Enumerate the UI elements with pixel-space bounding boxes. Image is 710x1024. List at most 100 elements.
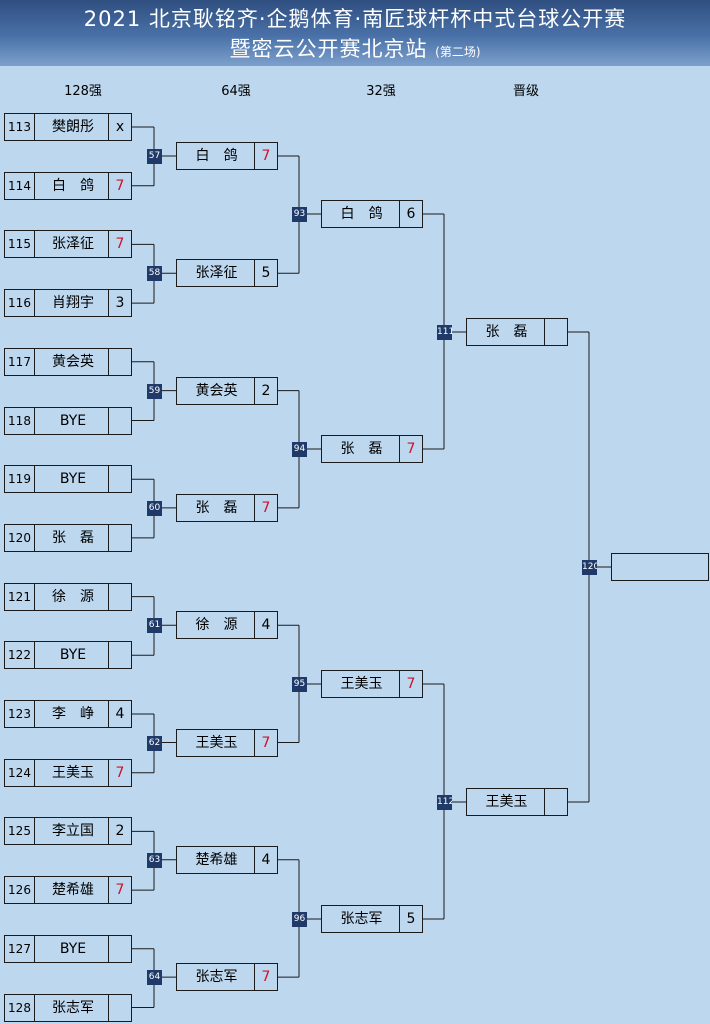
- bracket-header: 2021 北京耿铭齐·企鹅体育·南匠球杆杯中式台球公开赛 暨密云公开赛北京站 (…: [0, 0, 710, 66]
- r1-slot: 120 张 磊: [4, 523, 132, 552]
- seed-number: 127: [5, 935, 35, 962]
- player-name: 黄会英: [195, 382, 238, 399]
- score-cell: 7: [108, 231, 131, 258]
- player-name: 肖翔宇: [52, 295, 94, 312]
- r3-slot: 王美玉 7: [321, 670, 423, 698]
- seed-number: 116: [5, 290, 35, 317]
- score-cell: 7: [399, 671, 422, 697]
- title-line2: 暨密云公开赛北京站 (第二场): [0, 34, 710, 67]
- round-32-label: 32强: [366, 84, 396, 99]
- seed-number: 123: [5, 701, 35, 727]
- seed-number: 126: [5, 877, 35, 904]
- player-name: [612, 554, 708, 580]
- player-name: BYE: [59, 647, 87, 664]
- match-number: 62: [147, 735, 162, 751]
- player-name: 张志军: [195, 969, 238, 986]
- player-name: 张 磊: [340, 441, 383, 457]
- score-cell: 7: [108, 877, 131, 904]
- r1-slot: 119 BYE: [4, 465, 132, 494]
- score-cell: 2: [108, 818, 131, 845]
- match-number: 112: [437, 795, 452, 810]
- score-cell: 7: [399, 436, 422, 462]
- r1-slot: 121 徐 源: [4, 582, 132, 611]
- match-number: 64: [147, 970, 162, 986]
- player-name: 张泽征: [195, 265, 238, 282]
- player-name: 楚希雄: [195, 851, 238, 868]
- r4-slot: 张 磊: [466, 318, 568, 346]
- score-cell: 5: [254, 260, 277, 287]
- score-cell: 3: [108, 290, 131, 317]
- score-cell: 4: [254, 846, 277, 873]
- round-64-label: 64强: [221, 84, 251, 99]
- match-number: 59: [147, 383, 162, 399]
- score-cell: [108, 583, 131, 610]
- player-name: 张志军: [52, 999, 94, 1016]
- r1-slot: 125 李立国 2: [4, 817, 132, 846]
- seed-number: 117: [5, 348, 35, 375]
- seed-number: 118: [5, 407, 35, 434]
- title-line1: 2021 北京耿铭齐·企鹅体育·南匠球杆杯中式台球公开赛: [83, 7, 627, 31]
- seed-number: 128: [5, 994, 35, 1021]
- title-sub: (第二场): [435, 45, 481, 59]
- score-cell: [108, 348, 131, 375]
- score-cell: [108, 524, 131, 551]
- player-name: 王美玉: [195, 734, 238, 751]
- r1-slot: 116 肖翔宇 3: [4, 289, 132, 318]
- final-slot: [611, 553, 709, 581]
- player-name: 白 鸽: [195, 148, 238, 164]
- player-name: 王美玉: [340, 676, 383, 692]
- match-number: 120: [582, 560, 597, 575]
- match-number: 96: [292, 912, 307, 927]
- player-name: 白 鸽: [340, 206, 383, 222]
- match-number: 95: [292, 677, 307, 692]
- score-cell: 7: [254, 729, 277, 756]
- title-main: 暨密云公开赛北京站: [229, 37, 428, 61]
- seed-number: 124: [5, 759, 35, 786]
- r1-slot: 117 黄会英: [4, 347, 132, 376]
- r2-slot: 张泽征 5: [176, 259, 278, 288]
- score-cell: [544, 319, 567, 345]
- score-cell: 7: [108, 759, 131, 786]
- player-name: 张 磊: [52, 529, 94, 546]
- seed-number: 113: [5, 114, 35, 140]
- match-number: 93: [292, 207, 307, 222]
- score-cell: 7: [254, 964, 277, 991]
- score-cell: x: [108, 114, 131, 140]
- score-cell: [108, 466, 131, 493]
- r1-slot: 122 BYE: [4, 641, 132, 670]
- player-name: 李立国: [52, 823, 94, 840]
- r2-slot: 张志军 7: [176, 963, 278, 992]
- match-number: 61: [147, 618, 162, 634]
- seed-number: 121: [5, 583, 35, 610]
- player-name: 李 峥: [52, 706, 94, 722]
- score-cell: [108, 935, 131, 962]
- match-number: 94: [292, 442, 307, 457]
- player-name: BYE: [59, 471, 87, 488]
- player-name: 楚希雄: [52, 882, 94, 899]
- match-number: 63: [147, 852, 162, 868]
- seed-number: 122: [5, 642, 35, 669]
- round-128-label: 128强: [64, 84, 102, 99]
- player-name: 黄会英: [52, 353, 94, 370]
- player-name: 徐 源: [52, 588, 94, 605]
- score-cell: 6: [399, 201, 422, 227]
- score-cell: [108, 407, 131, 434]
- r3-slot: 张 磊 7: [321, 435, 423, 463]
- r2-slot: 王美玉 7: [176, 728, 278, 757]
- match-number: 60: [147, 500, 162, 516]
- score-cell: 7: [108, 172, 131, 199]
- seed-number: 125: [5, 818, 35, 845]
- score-cell: [544, 789, 567, 815]
- score-cell: 7: [254, 494, 277, 521]
- seed-number: 120: [5, 524, 35, 551]
- player-name: 王美玉: [485, 794, 528, 810]
- player-name: BYE: [59, 940, 87, 957]
- seed-number: 119: [5, 466, 35, 493]
- seed-number: 114: [5, 172, 35, 199]
